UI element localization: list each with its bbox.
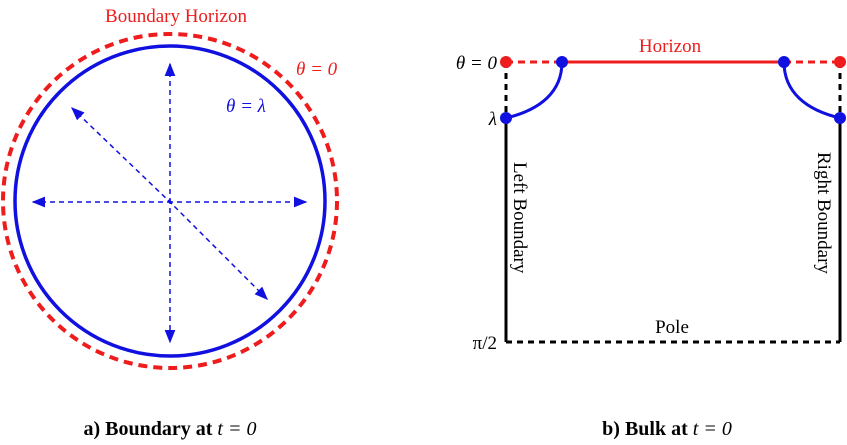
boundary-horizon-label: Boundary Horizon bbox=[105, 6, 247, 27]
horizon-circle bbox=[1, 32, 339, 370]
left-horizon-dot bbox=[500, 56, 512, 68]
half-pi-axis-label: π/2 bbox=[473, 333, 497, 354]
arrow-lower-right bbox=[167, 199, 268, 300]
right-horizon-dot bbox=[834, 56, 846, 68]
horizon-label: Horizon bbox=[639, 36, 702, 57]
caption-b-math: t = 0 bbox=[693, 418, 732, 440]
caption-a: a) Boundary at t = 0 bbox=[84, 418, 257, 440]
left-arc bbox=[505, 61, 564, 120]
theta-zero-axis-label: θ = 0 bbox=[456, 53, 498, 74]
left-arc-top-dot bbox=[556, 56, 568, 68]
bulk-panel: Horizon θ = 0 λ π/2 Left Boundary Right … bbox=[456, 36, 846, 440]
boundary-panel: Boundary Horizon θ = 0 θ = λ a) Boundary… bbox=[1, 6, 339, 440]
right-arc-top-dot bbox=[778, 56, 790, 68]
theta-zero-label: θ = 0 bbox=[296, 59, 338, 80]
pole-label: Pole bbox=[655, 317, 689, 338]
caption-a-math: t = 0 bbox=[217, 418, 256, 440]
caption-a-bold: a) Boundary at bbox=[84, 418, 218, 440]
arrow-upper-left bbox=[71, 107, 173, 205]
theta-lambda-label: θ = λ bbox=[226, 96, 266, 117]
right-arc bbox=[782, 61, 841, 120]
boundary-circle bbox=[13, 44, 327, 358]
left-lambda-dot bbox=[500, 112, 512, 124]
left-boundary-label: Left Boundary bbox=[509, 162, 530, 274]
caption-b: b) Bulk at t = 0 bbox=[602, 418, 732, 440]
right-lambda-dot bbox=[834, 112, 846, 124]
lambda-axis-label: λ bbox=[488, 109, 497, 130]
caption-b-bold: b) Bulk at bbox=[602, 418, 693, 440]
right-boundary-label: Right Boundary bbox=[813, 152, 834, 274]
